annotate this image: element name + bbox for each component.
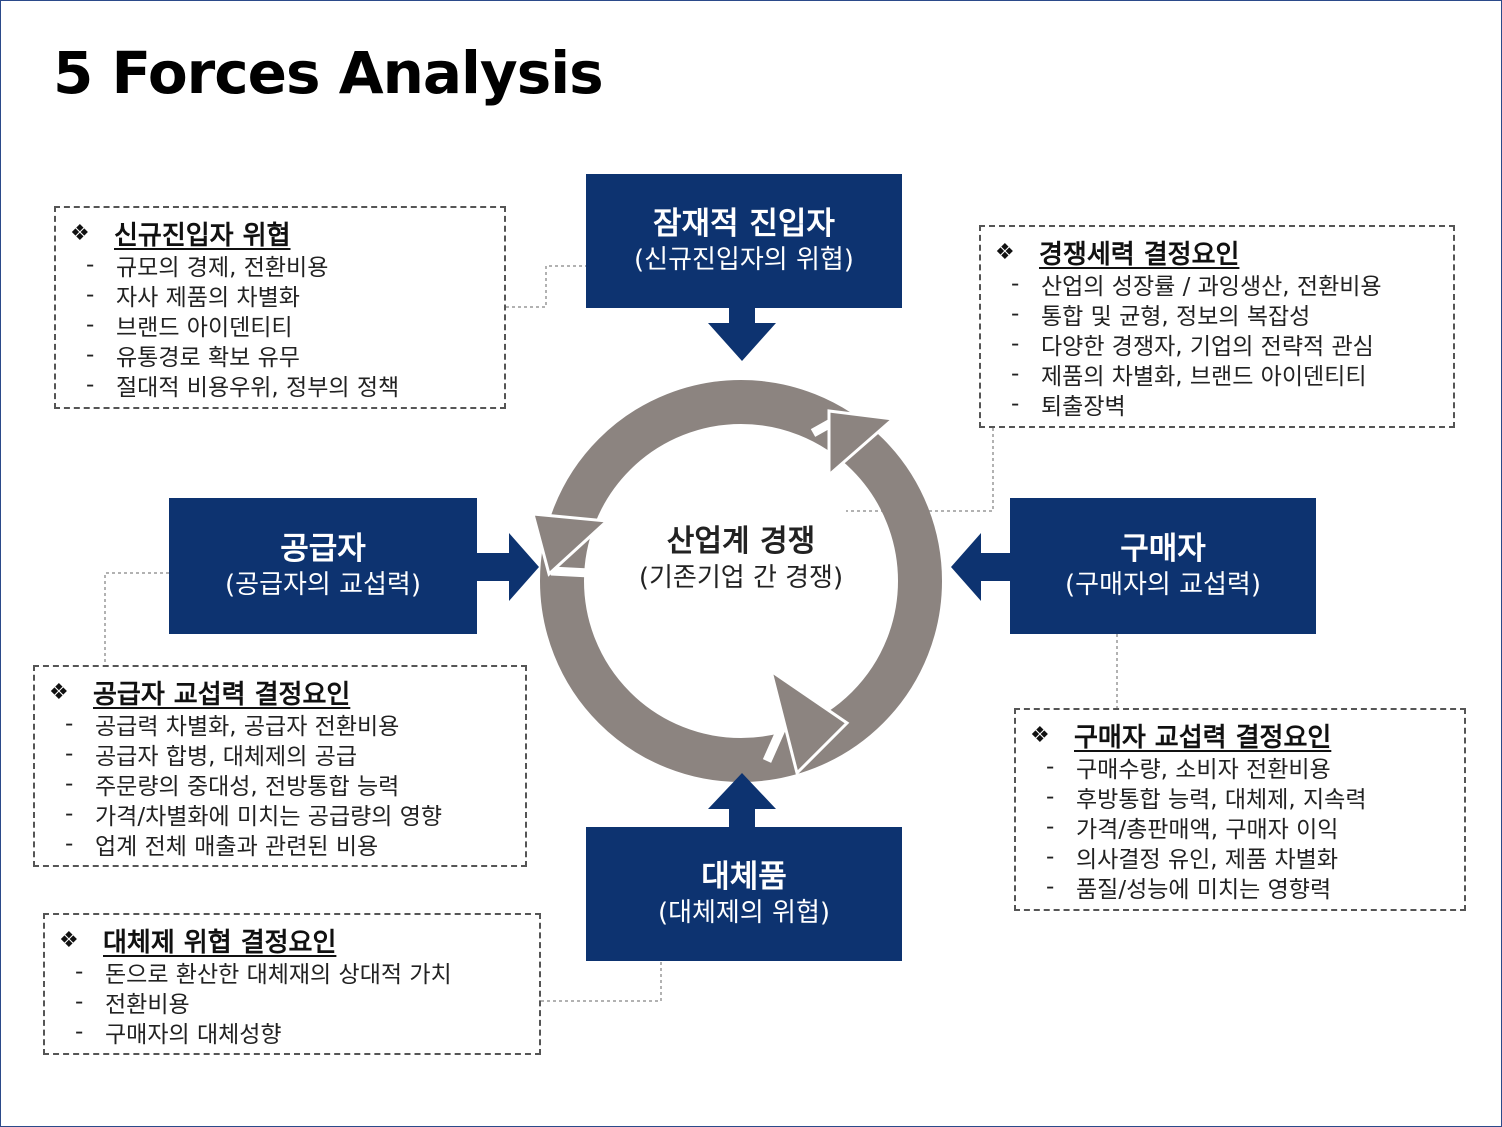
detail-box-new-entrant-threat: ❖ 신규진입자 위협 -규모의 경제, 전환비용 -자사 제품의 차별화 -브랜…: [54, 206, 506, 409]
diamond-bullet-icon: ❖: [59, 927, 79, 953]
force-label: 잠재적 진입자: [653, 206, 835, 242]
list-item: -절대적 비용우위, 정부의 정책: [86, 372, 400, 401]
cycle-arrowhead-left: [530, 512, 611, 577]
list-item: -통합 및 균형, 정보의 복잡성: [1011, 301, 1311, 330]
arrow-down-new-entrants: [708, 308, 776, 361]
detail-heading-row: ❖ 구매자 교섭력 결정요인: [1030, 718, 1454, 753]
list-item: -돈으로 환산한 대체재의 상대적 가치: [75, 959, 452, 988]
force-box-substitutes: 대체품 (대체제의 위협): [586, 827, 902, 961]
list-item: -주문량의 중대성, 전방통합 능력: [65, 771, 400, 800]
list-item: -퇴출장벽: [1011, 391, 1126, 420]
force-box-buyers: 구매자 (구매자의 교섭력): [1010, 498, 1316, 634]
list-item: -후방통합 능력, 대체제, 지속력: [1046, 784, 1367, 813]
center-label: 산업계 경쟁 (기존기업 간 경쟁): [591, 523, 891, 595]
detail-box-rivalry: ❖ 경쟁세력 결정요인 -산업의 성장률 / 과잉생산, 전환비용 -통합 및 …: [979, 225, 1455, 428]
detail-heading-row: ❖ 신규진입자 위협: [70, 216, 494, 251]
list-item: -자사 제품의 차별화: [86, 282, 300, 311]
list-item: -산업의 성장률 / 과잉생산, 전환비용: [1011, 271, 1382, 300]
detail-heading-row: ❖ 대체제 위협 결정요인: [59, 923, 529, 958]
list-item: -가격/차별화에 미치는 공급량의 영향: [65, 801, 443, 830]
page-title: 5 Forces Analysis: [53, 39, 604, 107]
arrow-right-suppliers: [477, 533, 539, 601]
diamond-bullet-icon: ❖: [70, 220, 90, 246]
force-box-suppliers: 공급자 (공급자의 교섭력): [169, 498, 477, 634]
list-item: -공급자 합병, 대체제의 공급: [65, 741, 358, 770]
arrow-left-buyers: [951, 533, 1010, 601]
detail-list: -공급력 차별화, 공급자 전환비용 -공급자 합병, 대체제의 공급 -주문량…: [49, 709, 515, 860]
force-sublabel: (대체제의 위협): [657, 898, 831, 928]
diamond-bullet-icon: ❖: [1030, 722, 1050, 748]
force-label: 대체품: [701, 859, 787, 895]
list-item: -구매자의 대체성향: [75, 1019, 282, 1048]
detail-heading: 공급자 교섭력 결정요인: [93, 679, 351, 710]
cycle-arrowhead-top: [827, 409, 897, 479]
force-label: 공급자: [280, 531, 366, 567]
list-item: -가격/총판매액, 구매자 이익: [1046, 814, 1339, 843]
list-item: -제품의 차별화, 브랜드 아이덴티티: [1011, 361, 1367, 390]
list-item: -다양한 경쟁자, 기업의 전략적 관심: [1011, 331, 1374, 360]
detail-heading: 경쟁세력 결정요인: [1039, 239, 1240, 270]
force-label: 구매자: [1120, 531, 1206, 567]
detail-list: -구매수량, 소비자 전환비용 -후방통합 능력, 대체제, 지속력 -가격/총…: [1030, 752, 1454, 903]
detail-box-buyer-power: ❖ 구매자 교섭력 결정요인 -구매수량, 소비자 전환비용 -후방통합 능력,…: [1014, 708, 1466, 911]
force-sublabel: (공급자의 교섭력): [225, 570, 421, 600]
detail-list: -산업의 성장률 / 과잉생산, 전환비용 -통합 및 균형, 정보의 복잡성 …: [995, 269, 1443, 420]
cycle-arrowhead-bottom: [768, 667, 850, 776]
list-item: -공급력 차별화, 공급자 전환비용: [65, 711, 400, 740]
list-item: -규모의 경제, 전환비용: [86, 252, 329, 281]
diamond-bullet-icon: ❖: [49, 679, 69, 705]
detail-list: -규모의 경제, 전환비용 -자사 제품의 차별화 -브랜드 아이덴티티 -유통…: [70, 250, 494, 401]
center-subtitle: (기존기업 간 경쟁): [638, 563, 844, 593]
detail-box-supplier-power: ❖ 공급자 교섭력 결정요인 -공급력 차별화, 공급자 전환비용 -공급자 합…: [33, 665, 527, 867]
diamond-bullet-icon: ❖: [995, 239, 1015, 265]
detail-box-substitute-threat: ❖ 대체제 위협 결정요인 -돈으로 환산한 대체재의 상대적 가치 -전환비용…: [43, 913, 541, 1055]
detail-list: -돈으로 환산한 대체재의 상대적 가치 -전환비용 -구매자의 대체성향: [59, 957, 529, 1048]
list-item: -구매수량, 소비자 전환비용: [1046, 754, 1331, 783]
detail-heading-row: ❖ 경쟁세력 결정요인: [995, 235, 1443, 270]
center-title: 산업계 경쟁: [666, 524, 816, 559]
list-item: -의사결정 유인, 제품 차별화: [1046, 844, 1339, 873]
force-sublabel: (구매자의 교섭력): [1065, 570, 1261, 600]
detail-heading: 대체제 위협 결정요인: [103, 927, 337, 958]
connector-new-entrants: [506, 265, 586, 308]
detail-heading: 구매자 교섭력 결정요인: [1074, 722, 1332, 753]
connector-suppliers: [104, 572, 169, 665]
list-item: -업계 전체 매출과 관련된 비용: [65, 831, 379, 860]
list-item: -품질/성능에 미치는 영향력: [1046, 874, 1332, 903]
connector-substitutes: [541, 961, 662, 1002]
force-box-new-entrants: 잠재적 진입자 (신규진입자의 위협): [586, 174, 902, 308]
force-sublabel: (신규진입자의 위협): [634, 245, 854, 275]
list-item: -브랜드 아이덴티티: [86, 312, 293, 341]
list-item: -전환비용: [75, 989, 190, 1018]
list-item: -유통경로 확보 유무: [86, 342, 300, 371]
rivalry-cycle-ring: [540, 380, 942, 782]
arrow-up-substitutes: [708, 773, 776, 827]
detail-heading: 신규진입자 위협: [114, 220, 291, 251]
detail-heading-row: ❖ 공급자 교섭력 결정요인: [49, 675, 515, 710]
